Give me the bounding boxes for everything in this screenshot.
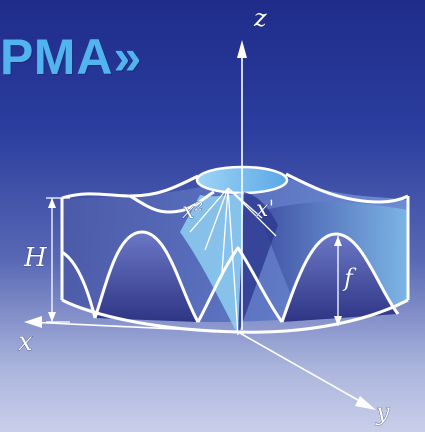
y-arrow: [355, 396, 376, 410]
h-label: H: [23, 243, 48, 273]
slide-title: РМА»: [0, 29, 143, 85]
right-dome: [282, 234, 398, 322]
x-arrow: [24, 316, 42, 328]
right-dome-outline: [280, 232, 400, 323]
cutaway-section: [180, 192, 244, 335]
left-dome-outline: [61, 230, 200, 323]
z-arrow: [237, 40, 247, 58]
y-axis-label: y: [375, 398, 390, 426]
z-axis-label: z: [253, 4, 267, 32]
x-axis-label: x: [18, 327, 33, 357]
wall-edges: [60, 196, 410, 300]
y-axis: [237, 331, 373, 409]
x1-label: x': [256, 197, 274, 222]
mid-wave: [196, 246, 284, 323]
section-lines: [189, 187, 277, 336]
f-arrows: [334, 236, 342, 326]
h-dimension: [46, 197, 70, 323]
left-dome: [95, 232, 198, 322]
x-axis: [27, 321, 239, 333]
x2-label: x²: [182, 199, 203, 224]
rim-back: [129, 190, 215, 214]
